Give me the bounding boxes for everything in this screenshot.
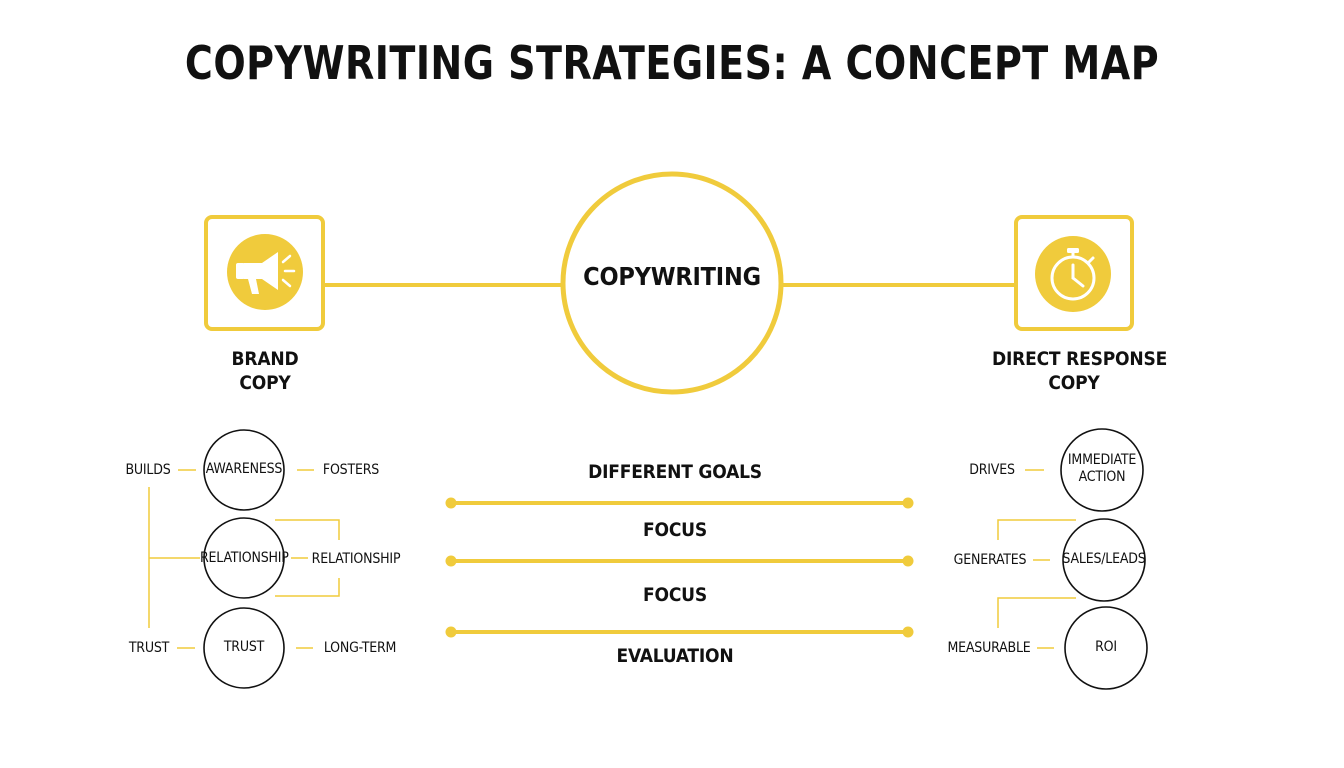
long-term-label: LONG-TERM xyxy=(323,640,397,656)
brand-label-line1: BRAND xyxy=(231,348,299,370)
awareness-node xyxy=(203,429,285,511)
page-title: COPYWRITING STRATEGIES: A CONCEPT MAP xyxy=(184,36,1160,90)
measurable-label: MEASURABLE xyxy=(947,640,1031,656)
awareness-label: AWARENESS xyxy=(205,461,283,477)
roi-node xyxy=(1064,606,1148,690)
trust-node xyxy=(203,607,285,689)
fosters-label: FOSTERS xyxy=(322,462,380,478)
megaphone-icon xyxy=(227,234,303,310)
brand-connectors xyxy=(148,469,340,649)
direct-label-line1: DIRECT RESPONSE xyxy=(992,348,1168,370)
immediate-action-line2: ACTION xyxy=(1078,469,1126,485)
brand-label-line2: COPY xyxy=(239,372,291,394)
different-goals-label: DIFFERENT GOALS xyxy=(588,461,762,483)
center-node-label: COPYWRITING xyxy=(583,262,761,291)
relationship-node-label: RELATIONSHIP xyxy=(200,550,289,566)
direct-response-copy-label: DIRECT RESPONSE COPY xyxy=(992,347,1168,395)
focus-label-1: FOCUS xyxy=(643,519,707,541)
trust-side-label: TRUST xyxy=(128,640,170,656)
relationship-node xyxy=(203,517,285,599)
direct-connectors xyxy=(997,469,1076,649)
sales-leads-label: SALES/LEADS xyxy=(1062,551,1146,567)
trust-node-label: TRUST xyxy=(223,639,265,655)
immediate-action-label: IMMEDIATE ACTION xyxy=(1062,452,1142,486)
comparison-bars xyxy=(445,497,914,638)
immediate-action-node xyxy=(1060,428,1144,512)
drives-label: DRIVES xyxy=(969,462,1015,478)
brand-copy-label: BRAND COPY xyxy=(205,347,325,395)
roi-label: ROI xyxy=(1095,639,1117,655)
builds-label: BUILDS xyxy=(125,462,171,478)
generates-label: GENERATES xyxy=(953,552,1027,568)
evaluation-label: EVALUATION xyxy=(616,645,734,667)
direct-label-line2: COPY xyxy=(1048,372,1100,394)
relationship-side-label: RELATIONSHIP xyxy=(311,551,401,567)
stopwatch-icon xyxy=(1035,236,1111,312)
sales-leads-node xyxy=(1062,518,1146,602)
focus-label-2: FOCUS xyxy=(643,584,707,606)
center-node-circle xyxy=(560,171,784,395)
immediate-action-line1: IMMEDIATE xyxy=(1067,452,1137,468)
